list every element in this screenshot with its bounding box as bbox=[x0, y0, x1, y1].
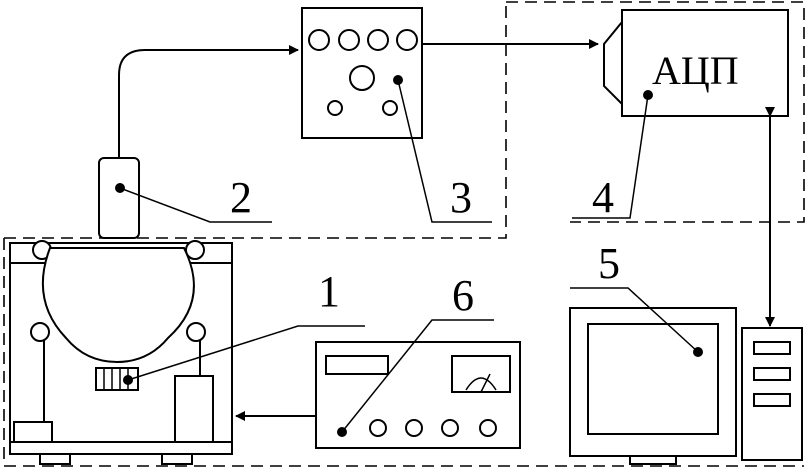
generator-unit: 6 bbox=[235, 271, 521, 449]
amp-knob-small-left bbox=[327, 100, 343, 116]
adc-unit: АЦП 4 bbox=[572, 9, 789, 327]
sensor-housing bbox=[98, 157, 140, 239]
gen-knob-2 bbox=[405, 419, 423, 437]
leader-2 bbox=[119, 187, 272, 223]
dashed-boundary-right bbox=[506, 1, 805, 223]
roller-mid-left bbox=[30, 322, 50, 342]
chamber-assembly: 1 bbox=[9, 240, 365, 465]
amp-knob-2 bbox=[338, 29, 360, 51]
callout-2: 2 bbox=[230, 173, 252, 222]
callout-5: 5 bbox=[598, 239, 620, 288]
leader-3 bbox=[397, 79, 492, 223]
leader-5 bbox=[570, 287, 699, 353]
chamber-base-plate bbox=[9, 441, 233, 455]
callout-1: 1 bbox=[318, 267, 340, 316]
callout-4: 4 bbox=[592, 173, 614, 222]
callout-3: 3 bbox=[450, 173, 472, 222]
chamber-foot-right bbox=[161, 453, 193, 465]
dashed-boundary-lower bbox=[3, 238, 804, 467]
chamber-foot-left bbox=[39, 453, 71, 465]
sensor-to-amplifier-line bbox=[118, 45, 299, 158]
amp-knob-3 bbox=[367, 29, 389, 51]
amp-knob-4 bbox=[396, 29, 418, 51]
drive-bay-1 bbox=[753, 341, 791, 355]
chamber-support-block bbox=[174, 375, 214, 443]
generator-meter bbox=[451, 355, 511, 393]
adc-label: АЦП bbox=[652, 48, 739, 93]
drive-bay-3 bbox=[753, 393, 791, 407]
adc-input-port bbox=[603, 19, 623, 107]
amp-knob-small-right bbox=[382, 100, 398, 116]
amplifier-unit: 3 bbox=[301, 7, 599, 223]
dashed-enclosures bbox=[3, 1, 805, 467]
gen-knob-1 bbox=[369, 419, 387, 437]
drive-bay-2 bbox=[753, 367, 791, 381]
dashed-boundary-upper bbox=[4, 2, 507, 239]
generator-meter-arc bbox=[465, 377, 497, 391]
spherical-vessel bbox=[41, 247, 195, 364]
leader-6 bbox=[341, 319, 494, 433]
amp-knob-large bbox=[349, 65, 375, 91]
leader-1 bbox=[127, 325, 365, 381]
computer-assembly: 5 bbox=[569, 239, 803, 465]
leader-4 bbox=[572, 94, 649, 219]
gen-knob-4 bbox=[479, 419, 497, 437]
chamber-small-block bbox=[13, 421, 53, 443]
generator-display bbox=[325, 355, 389, 375]
amp-knob-1 bbox=[308, 29, 330, 51]
chamber-side-walls bbox=[9, 263, 233, 442]
gen-knob-3 bbox=[441, 419, 459, 437]
callout-6: 6 bbox=[452, 271, 474, 320]
sensor-assembly: 2 bbox=[98, 45, 299, 239]
monitor-stand bbox=[629, 455, 677, 465]
generator-meter-needle bbox=[480, 373, 491, 393]
transducer-ribs bbox=[103, 368, 129, 390]
monitor-screen bbox=[587, 323, 719, 435]
roller-mid-right bbox=[186, 322, 206, 342]
